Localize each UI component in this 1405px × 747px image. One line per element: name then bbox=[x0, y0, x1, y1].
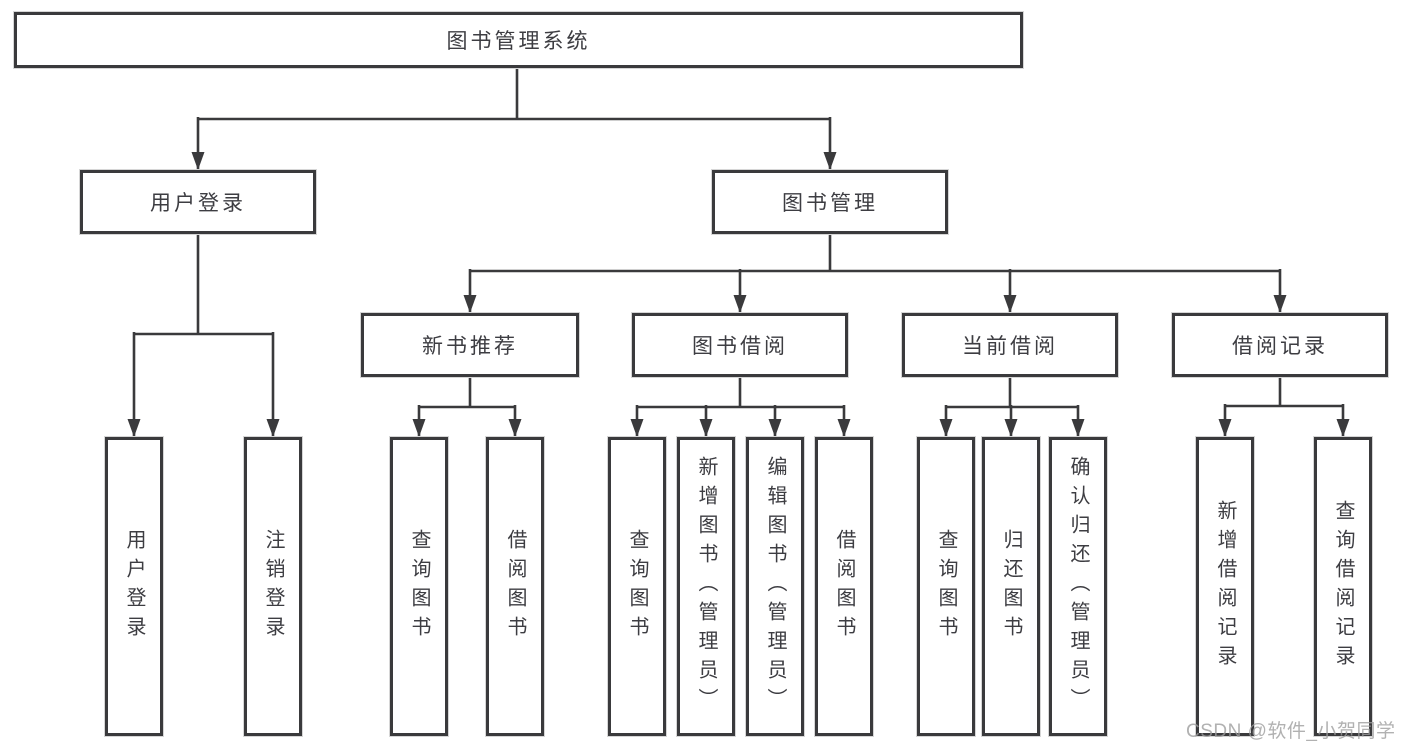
leaf-br-query-record-label: 查询借阅记录 bbox=[1332, 499, 1354, 674]
leaf-bb-edit-books-admin: 编辑图书（管理员） bbox=[746, 437, 804, 736]
node-book-borrow: 图书借阅 bbox=[632, 313, 848, 377]
node-user-login-label: 用户登录 bbox=[150, 192, 246, 215]
node-root-library-system: 图书管理系统 bbox=[14, 12, 1023, 68]
node-current-borrow: 当前借阅 bbox=[902, 313, 1118, 377]
leaf-nbr-borrow-books: 借阅图书 bbox=[486, 437, 544, 736]
leaf-cb-return-books: 归还图书 bbox=[982, 437, 1040, 736]
leaf-logout-label: 注销登录 bbox=[262, 528, 284, 645]
node-root-label: 图书管理系统 bbox=[446, 30, 591, 53]
node-new-book-recommend-label: 新书推荐 bbox=[422, 335, 518, 358]
leaf-nbr-query-books: 查询图书 bbox=[390, 437, 448, 736]
csdn-watermark: CSDN @软件_小贺同学 bbox=[1186, 721, 1396, 742]
node-book-management-label: 图书管理 bbox=[782, 192, 878, 215]
leaf-br-add-record-label: 新增借阅记录 bbox=[1214, 499, 1236, 674]
leaf-cb-confirm-return-admin-label: 确认归还（管理员） bbox=[1067, 456, 1089, 717]
leaf-bb-borrow-books-label: 借阅图书 bbox=[833, 528, 855, 645]
leaf-br-query-record: 查询借阅记录 bbox=[1314, 437, 1372, 736]
leaf-bb-add-books-admin-label: 新增图书（管理员） bbox=[695, 456, 717, 717]
node-book-management: 图书管理 bbox=[712, 170, 948, 234]
node-new-book-recommend: 新书推荐 bbox=[361, 313, 579, 377]
leaf-logout: 注销登录 bbox=[244, 437, 302, 736]
leaf-nbr-query-books-label: 查询图书 bbox=[408, 528, 430, 645]
node-borrow-records: 借阅记录 bbox=[1172, 313, 1388, 377]
leaf-bb-query-books-label: 查询图书 bbox=[626, 528, 648, 645]
leaf-cb-return-books-label: 归还图书 bbox=[1000, 528, 1022, 645]
leaf-br-add-record: 新增借阅记录 bbox=[1196, 437, 1254, 736]
leaf-bb-add-books-admin: 新增图书（管理员） bbox=[677, 437, 735, 736]
leaf-bb-edit-books-admin-label: 编辑图书（管理员） bbox=[764, 456, 786, 717]
leaf-bb-query-books: 查询图书 bbox=[608, 437, 666, 736]
leaf-user-login-label: 用户登录 bbox=[123, 528, 145, 645]
leaf-nbr-borrow-books-label: 借阅图书 bbox=[504, 528, 526, 645]
leaf-bb-borrow-books: 借阅图书 bbox=[815, 437, 873, 736]
node-borrow-records-label: 借阅记录 bbox=[1232, 335, 1328, 358]
leaf-user-login: 用户登录 bbox=[105, 437, 163, 736]
leaf-cb-query-books: 查询图书 bbox=[917, 437, 975, 736]
node-current-borrow-label: 当前借阅 bbox=[962, 335, 1058, 358]
leaf-cb-query-books-label: 查询图书 bbox=[935, 528, 957, 645]
node-book-borrow-label: 图书借阅 bbox=[692, 335, 788, 358]
leaf-cb-confirm-return-admin: 确认归还（管理员） bbox=[1049, 437, 1107, 736]
node-user-login: 用户登录 bbox=[80, 170, 316, 234]
